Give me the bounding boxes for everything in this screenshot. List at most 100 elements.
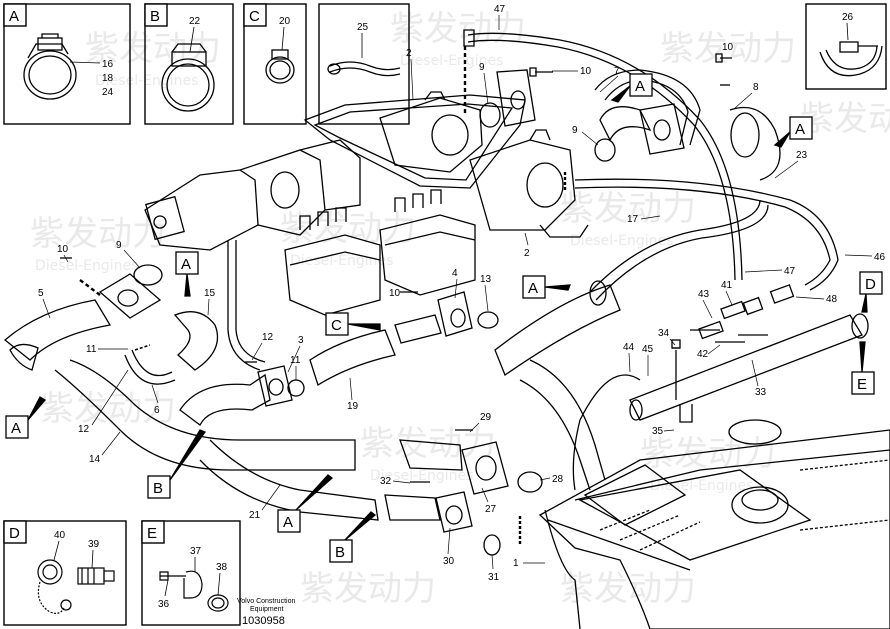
part-label: 8 (753, 82, 759, 93)
watermark-sub: Diesel-Engines (95, 73, 198, 89)
main-assembly (3, 29, 890, 629)
part-label: 1 (513, 558, 519, 569)
svg-text:B: B (153, 480, 163, 497)
part-label: 14 (89, 454, 101, 465)
hose-47-top (467, 32, 743, 281)
callout-a: A (175, 251, 199, 297)
part-label: 11 (86, 344, 97, 355)
hose-19 (309, 329, 396, 386)
part-label: 32 (380, 476, 392, 487)
detail-box-e: E 37 38 36 (141, 520, 241, 626)
part-label: 10 (580, 66, 592, 77)
callout-a: A (5, 396, 46, 439)
pipe-29 (399, 439, 463, 471)
elbow-9-right (599, 106, 652, 142)
part-label: 33 (755, 387, 767, 398)
detail-box-letter: C (249, 8, 260, 25)
part-label: 34 (658, 328, 670, 339)
part-label: 21 (249, 510, 261, 521)
watermark-sub: Diesel-Engines (370, 468, 473, 484)
flange-30 (435, 491, 473, 533)
part-label: 35 (652, 426, 664, 437)
detail-box-cable-tie: 25 (318, 3, 410, 125)
hose-7 (594, 69, 701, 146)
callout-a: A (773, 116, 813, 148)
detail-box-b: B 22 (144, 3, 234, 125)
part-label: 37 (190, 546, 202, 557)
part-label: 17 (627, 214, 639, 225)
part-label: 39 (88, 539, 100, 550)
part-label: 9 (572, 125, 578, 136)
detail-box-letter: B (150, 8, 160, 25)
hose-46 (574, 178, 839, 291)
pipe-33 (629, 313, 869, 423)
part-label: 16 (102, 59, 114, 70)
hydraulic-pump-left (144, 139, 361, 251)
valve-block-right (379, 189, 476, 296)
footer-brand: Volvo Construction (237, 598, 295, 605)
pipe-32 (384, 494, 441, 521)
part-label: 10 (389, 288, 401, 299)
callout-a: A (522, 275, 571, 299)
cap-plug-icon (37, 559, 115, 614)
part-label: 2 (406, 48, 412, 59)
flange-a (639, 103, 685, 155)
part-label: 10 (722, 42, 734, 53)
svg-text:B: B (335, 544, 345, 561)
part-label: 24 (102, 87, 114, 98)
detail-box-letter: E (147, 525, 157, 542)
svg-text:E: E (857, 376, 867, 393)
cable-tie-icon (327, 61, 401, 77)
detail-box-letter: D (9, 525, 20, 542)
part-number-labels: 47 2 10 7 10 8 9 9 2 23 17 46 47 41 43 4… (38, 4, 886, 583)
part-label: 25 (357, 22, 369, 33)
part-label: 47 (494, 4, 506, 15)
part-label: 9 (116, 240, 122, 251)
part-label: 7 (614, 66, 620, 77)
footer: Volvo Construction Equipment 1030958 (237, 598, 295, 627)
part-label: 18 (102, 73, 114, 84)
svg-text:A: A (635, 78, 645, 95)
o-ring (517, 471, 543, 493)
part-label: 48 (826, 294, 838, 305)
part-label: 20 (279, 16, 291, 27)
part-label: 44 (623, 342, 635, 353)
valve-block-left (284, 207, 381, 316)
watermark: 紫发动力 Diesel-Engines 紫发动力 Diesel-Engines … (30, 9, 890, 609)
watermark-text: 紫发动力 (800, 99, 890, 139)
flange-top (496, 69, 536, 127)
fittings (690, 284, 795, 343)
part-label: 28 (552, 474, 564, 485)
part-label: 5 (38, 288, 44, 299)
hose-connector (394, 314, 442, 344)
watermark-sub: Diesel-Engines (400, 53, 503, 69)
hose-5 (3, 299, 112, 361)
watermark-text: 紫发动力 (40, 389, 176, 429)
flange-4 (437, 291, 473, 337)
o-ring (483, 534, 501, 556)
part-label: 12 (78, 424, 90, 435)
callout-a: A (610, 73, 653, 103)
watermark-text: 紫发动力 (660, 29, 796, 69)
p-clamp-icon (159, 570, 229, 612)
part-label: 45 (642, 344, 654, 355)
hose-clamp-icon (23, 33, 77, 100)
part-label: 22 (189, 16, 201, 27)
part-label: 4 (452, 268, 458, 279)
hydraulic-pump-top (379, 91, 483, 173)
flange-left (98, 273, 162, 319)
callout-b: B (147, 429, 207, 499)
hose-14 (54, 359, 356, 471)
footer-id: 1030958 (242, 615, 285, 627)
hose-clamp-icon (161, 43, 215, 112)
bolt-34 (672, 347, 680, 400)
part-label: 42 (697, 349, 709, 360)
part-label: 40 (54, 530, 66, 541)
part-label: 29 (480, 412, 492, 423)
hose-44 (572, 374, 641, 491)
o-ring (133, 264, 163, 286)
watermark-sub: Diesel-Engines (35, 258, 138, 274)
part-label: 47 (784, 266, 796, 277)
hose-main (494, 284, 621, 376)
